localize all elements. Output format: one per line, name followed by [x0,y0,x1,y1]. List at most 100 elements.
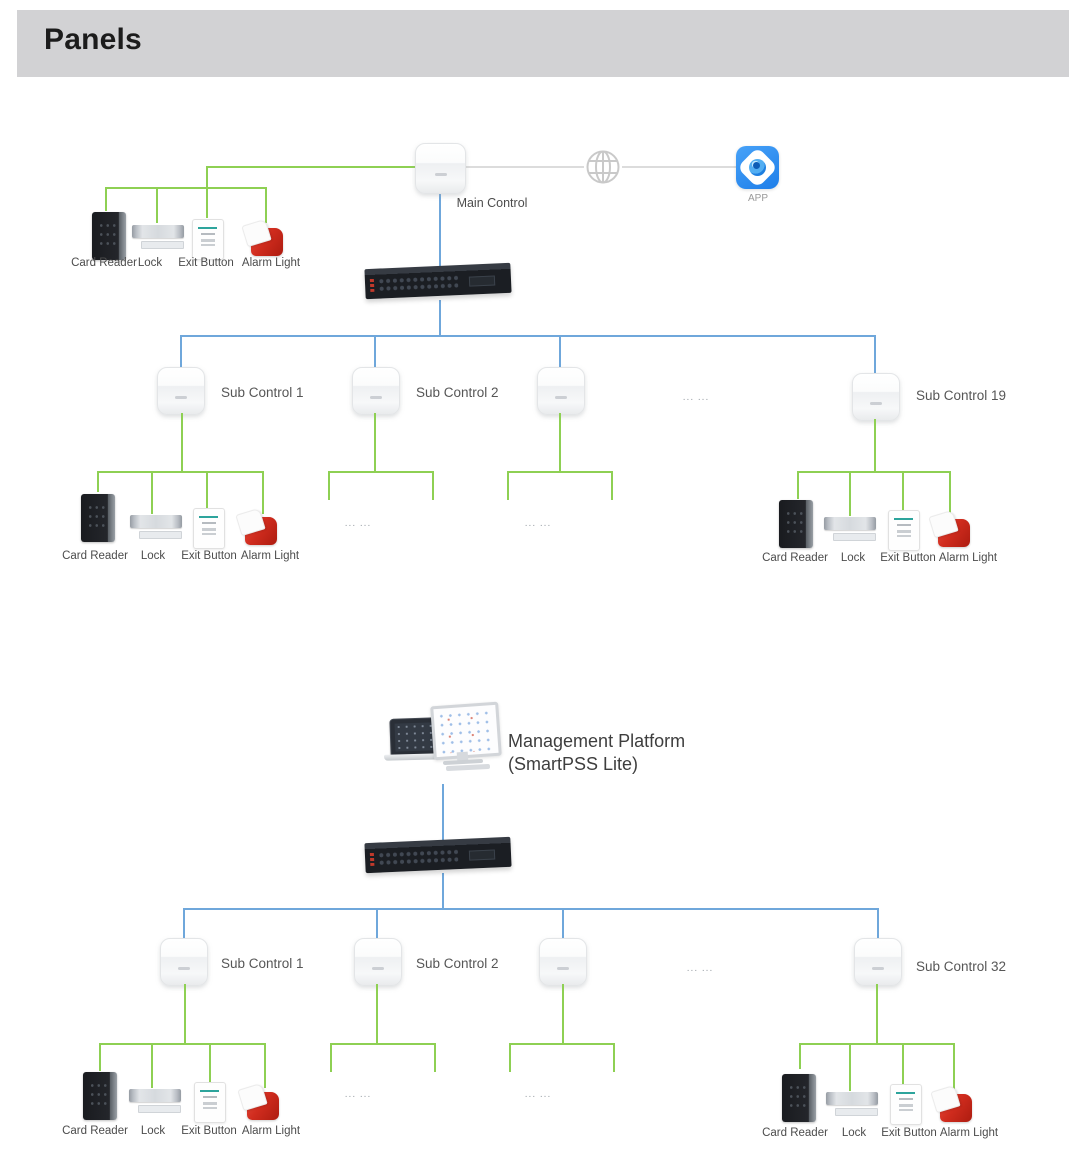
connector-green [206,187,208,218]
sub-control-panel-image [539,938,587,986]
connector-blue [562,908,564,938]
connector-green [151,471,153,514]
sub-control-panel-image [852,373,900,421]
connector-green [376,984,378,1043]
lock-image [129,1088,181,1114]
exit-button-image [888,510,920,551]
alarm-light-image [242,1088,280,1121]
management-platform-title: Management Platform [508,731,686,751]
device-label-exit-button: Exit Button [881,1127,937,1139]
connector-green [209,1043,211,1082]
connector-green [265,187,267,223]
connector-green [949,471,951,516]
device-label-alarm-light: Alarm Light [939,1127,999,1139]
device-label-alarm-light: Alarm Light [241,257,301,269]
app-icon-pupil [753,162,760,169]
connector-blue [439,300,441,335]
connector-green [99,1043,101,1071]
device-label-card-reader: Card Reader [71,257,137,269]
sub-control-panel-image [354,938,402,986]
lock-image [130,514,182,540]
exit-button-image [194,1082,226,1123]
device-label-card-reader: Card Reader [62,550,128,562]
sub-control-2-label: Sub Control 2 [416,385,499,400]
connector-green [611,471,613,500]
connector-green [797,471,951,473]
connector-blue [374,335,376,367]
lock-image [132,224,184,250]
sub-control-panel-image [854,938,902,986]
device-label-exit-button: Exit Button [178,257,234,269]
switch-led [369,852,375,866]
connector-green [507,471,613,473]
main-control-panel-image [415,143,466,194]
connector-green [156,187,158,223]
management-platform-image [383,701,504,784]
device-label-card-reader: Card Reader [762,1127,828,1139]
connector-gray [622,166,736,168]
device-label-lock: Lock [140,1125,166,1137]
device-label-lock: Lock [841,1127,867,1139]
connector-blue [180,335,876,337]
switch-led [369,278,375,292]
connector-blue [180,335,182,367]
connector-green [434,1043,436,1072]
cluster-ellipsis: ... ... [344,1089,372,1100]
connector-green [330,1043,332,1072]
connector-blue [559,335,561,367]
section-header-bar: Panels [17,10,1069,77]
connector-blue [183,908,185,938]
app-icon [736,146,779,189]
connector-blue [439,191,441,267]
card-reader-image [779,500,813,548]
device-label-alarm-light: Alarm Light [241,1125,301,1137]
connector-green [849,1043,851,1091]
connector-green [206,471,208,508]
device-label-alarm-light: Alarm Light [240,550,300,562]
connector-green [184,984,186,1043]
device-label-lock: Lock [840,552,866,564]
connector-green [799,1043,801,1069]
connector-green [330,1043,436,1045]
exit-button-image [890,1084,922,1125]
device-label-lock: Lock [140,550,166,562]
connector-green [181,413,183,471]
management-platform-subtitle: (SmartPSS Lite) [508,754,639,774]
exit-button-image [192,219,224,260]
connector-green [509,1043,511,1072]
connector-blue [376,908,378,938]
connector-blue [442,784,444,840]
connector-green [97,471,99,492]
device-label-exit-button: Exit Button [181,1125,237,1137]
connector-green [507,471,509,500]
connector-green [874,419,876,471]
connector-blue [874,335,876,373]
alarm-light-image [935,1090,973,1123]
sub-control-panel-image [157,367,205,415]
card-reader-image [81,494,115,542]
connector-green [509,1043,615,1045]
connector-green [105,187,107,211]
sub-control-2-label: Sub Control 2 [416,956,499,971]
connector-blue [442,873,444,908]
connector-blue [877,908,879,938]
main-control-label: Main Control [456,196,528,210]
connector-green [432,471,434,500]
cluster-ellipsis: ... ... [524,1089,552,1100]
internet-globe-icon [584,148,622,191]
page-title: Panels [44,23,142,56]
card-reader-image [92,212,126,260]
connector-green [876,984,878,1043]
connector-green [206,166,416,168]
connector-green [99,1043,266,1045]
connector-green [613,1043,615,1072]
alarm-light-image [933,515,971,548]
connector-green [328,471,434,473]
lock-image [824,516,876,542]
sub-control-19-label: Sub Control 19 [916,388,1007,403]
connector-green [97,471,264,473]
connector-green [559,413,561,471]
network-switch-image [364,836,512,874]
device-label-exit-button: Exit Button [880,552,936,564]
